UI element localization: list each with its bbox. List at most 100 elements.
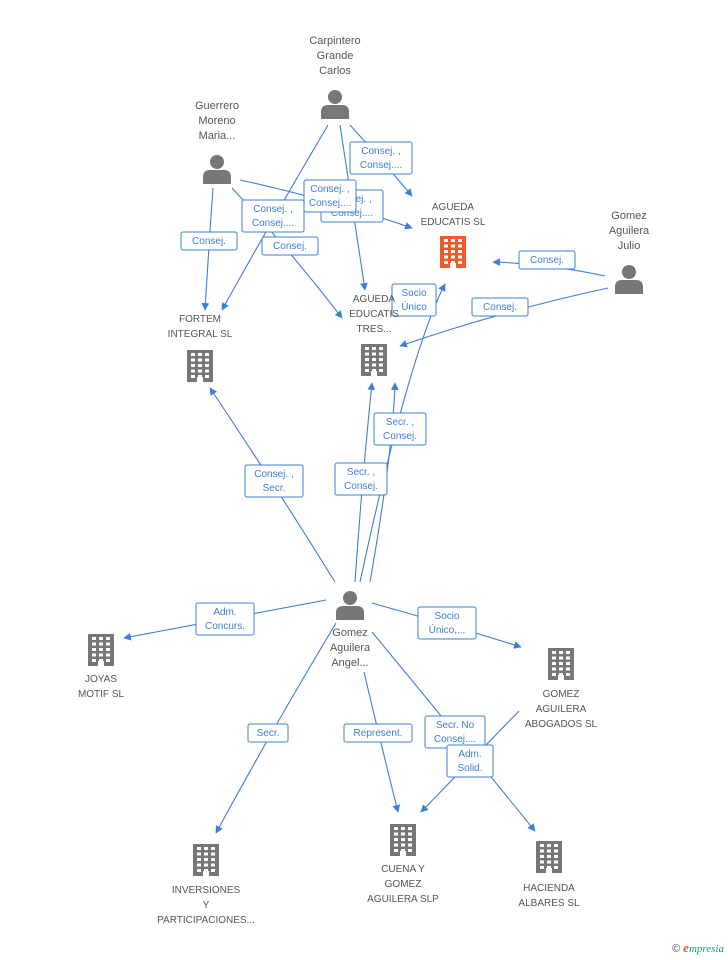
- building-icon-window: [444, 261, 448, 264]
- edge-label-text: Consej.: [344, 481, 378, 492]
- edge-label-badge[interactable]: SocioÚnico,...: [417, 606, 477, 640]
- building-icon-window: [458, 255, 462, 259]
- building-icon-window: [197, 858, 201, 861]
- building-icon-window: [458, 244, 462, 248]
- building-icon-window: [365, 352, 369, 356]
- edge-label-text: Consej....: [252, 218, 294, 229]
- node-label: MOTIF SL: [78, 689, 125, 700]
- edge-label-text: Consej....: [360, 160, 402, 171]
- edge-label-badge[interactable]: Adm.Solid.: [446, 744, 494, 778]
- node-guerrero[interactable]: GuerreroMorenoMaria...: [195, 100, 239, 184]
- edge-label-badge[interactable]: Secr. ,Consej.: [334, 462, 388, 496]
- node-label: INVERSIONES: [172, 885, 241, 896]
- building-icon-window: [559, 656, 563, 660]
- building-icon-window: [566, 673, 570, 676]
- edge-label-text: Consej. ,: [253, 204, 292, 215]
- person-icon: [203, 155, 231, 184]
- building-icon-window: [106, 642, 110, 646]
- building-icon-window: [394, 838, 398, 841]
- edge-label-badge[interactable]: Represent.: [343, 723, 413, 743]
- edge-label-text: Consej. ,: [254, 469, 293, 480]
- building-icon-window: [372, 358, 376, 361]
- edge-label-text: Consej.: [530, 255, 564, 266]
- building-icon-window: [547, 860, 551, 864]
- node-label: CUENA Y: [381, 864, 425, 875]
- brand-footer[interactable]: ©empresia: [672, 940, 724, 956]
- building-icon-window: [379, 347, 383, 350]
- edge-label-badge[interactable]: Consej.: [180, 231, 238, 251]
- edge-label-badge[interactable]: Consej.: [471, 297, 529, 317]
- edge-label-box: [417, 606, 477, 640]
- edge-label-text: Adm.: [213, 607, 236, 618]
- building-icon-window: [191, 364, 195, 367]
- building-icon-window: [552, 667, 556, 671]
- edge-label-text: Consej.: [192, 236, 226, 247]
- edge-label-badge[interactable]: Adm. Concurs.: [195, 602, 255, 636]
- building-icon-window: [379, 363, 383, 367]
- building-icon-window: [540, 860, 544, 864]
- edge-label-badge[interactable]: Consej.: [518, 250, 576, 270]
- edge-label-text: Secr. ,: [386, 417, 414, 428]
- node-inversiones[interactable]: INVERSIONESYPARTICIPACIONES...: [157, 844, 255, 926]
- edge-label-box: [471, 297, 529, 317]
- edge-label-badge[interactable]: Consej. ,Secr.: [244, 464, 304, 498]
- building-icon-window: [372, 369, 376, 372]
- building-icon-window: [198, 375, 202, 378]
- edge-label-box: [343, 723, 413, 743]
- building-icon-window: [451, 255, 455, 259]
- node-label: GOMEZ: [385, 879, 422, 890]
- edge-label-text: Concurs.: [205, 621, 245, 632]
- building-icon-window: [552, 656, 556, 660]
- edge-label-box: [373, 412, 427, 446]
- edge-label-badge[interactable]: Secr. NoConsej....: [424, 715, 486, 749]
- building-icon-window: [211, 869, 215, 872]
- edge-label-badge[interactable]: Secr. , Consej.: [373, 412, 427, 446]
- building-icon-window: [547, 844, 551, 847]
- edge-label-box: [518, 250, 576, 270]
- edge-label-text: Único: [401, 300, 427, 313]
- building-icon-window: [379, 369, 383, 372]
- building-icon-window: [211, 852, 215, 856]
- building-icon-window: [566, 651, 570, 654]
- building-icon-window: [552, 673, 556, 676]
- node-label: Gomez: [611, 210, 646, 222]
- building-icon-window: [554, 860, 558, 864]
- edge-label-text: Consej.: [483, 302, 517, 313]
- building-icon-window: [197, 847, 201, 850]
- node-label: ABOGADOS SL: [525, 719, 598, 730]
- building-icon-door: [400, 851, 406, 856]
- edge-label-badge[interactable]: Consej. , Consej....: [349, 141, 413, 175]
- building-icon-window: [191, 358, 195, 362]
- edge-label-box: [180, 231, 238, 251]
- building-icon-window: [559, 673, 563, 676]
- edge-label-text: Consej. ,: [361, 146, 400, 157]
- edge-label-badge[interactable]: Consej. , Consej....: [241, 199, 305, 233]
- node-aguedatres[interactable]: AGUEDAEDUCATISTRES...: [349, 294, 399, 376]
- edge-label-box: [303, 179, 357, 213]
- edge-label-text: Consej.: [383, 431, 417, 442]
- node-gomezangel[interactable]: GomezAguileraAngel...: [330, 591, 371, 669]
- building-icon-window: [408, 827, 412, 830]
- building-icon: [548, 648, 574, 680]
- edge-label-badge[interactable]: Secr.: [247, 723, 289, 743]
- building-icon-window: [552, 651, 556, 654]
- building-icon-window: [197, 852, 201, 856]
- edge-label-badge[interactable]: Consej.: [261, 236, 319, 256]
- building-icon-window: [408, 849, 412, 852]
- building-icon-window: [458, 261, 462, 264]
- building-icon-window: [540, 855, 544, 858]
- edge-label-badge[interactable]: Consej. ,Consej....: [303, 179, 357, 213]
- edge-label-text: Consej....: [309, 198, 351, 209]
- building-icon-window: [566, 662, 570, 665]
- node-label: EDUCATIS: [349, 309, 399, 320]
- building-icon-window: [211, 847, 215, 850]
